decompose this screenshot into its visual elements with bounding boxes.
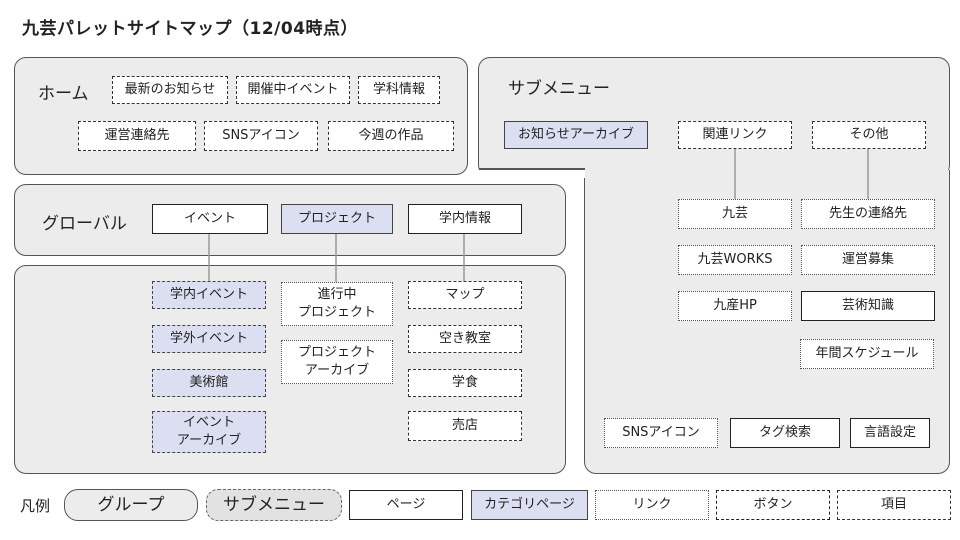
page-title: 九芸パレットサイトマップ（12/04時点） (22, 19, 359, 39)
home-item-ongoing-events: 開催中イベント (236, 76, 350, 104)
link-kyusan-hp[interactable]: 九産HP (678, 291, 792, 321)
category-campus-info[interactable]: 学内情報 (408, 204, 522, 234)
page-staff-recruit[interactable]: 運営募集 (801, 245, 935, 275)
home-item-weekly-works: 今週の作品 (328, 121, 454, 151)
legend-group: グループ (64, 489, 198, 521)
event-page-off-campus[interactable]: 学外イベント (152, 325, 266, 353)
page-annual-schedule[interactable]: 年間スケジュール (800, 339, 934, 369)
campus-page-map[interactable]: マップ (408, 281, 522, 309)
legend-link: リンク (595, 490, 709, 520)
legend-category-page: カテゴリページ (471, 490, 588, 520)
link-kyugei[interactable]: 九芸 (678, 199, 792, 229)
legend-submenu: サブメニュー (206, 489, 342, 521)
home-item-staff-contact: 運営連絡先 (78, 121, 196, 151)
home-item-latest-news: 最新のお知らせ (112, 76, 228, 104)
category-event[interactable]: イベント (152, 204, 268, 234)
home-label: ホーム (38, 84, 89, 104)
submenu-others[interactable]: その他 (812, 121, 926, 149)
page-art-knowledge[interactable]: 芸術知識 (801, 291, 935, 321)
legend-label: 凡例 (20, 497, 51, 515)
home-item-department-info: 学科情報 (358, 76, 440, 104)
sns-icons-button[interactable]: SNSアイコン (604, 418, 718, 448)
page-teacher-contact[interactable]: 先生の連絡先 (801, 199, 935, 229)
global-label: グローバル (42, 214, 127, 234)
submenu-group (478, 57, 950, 177)
submenu-label: サブメニュー (508, 79, 610, 99)
submenu-related-links[interactable]: 関連リンク (678, 121, 792, 149)
campus-page-vacant-rooms[interactable]: 空き教室 (408, 325, 522, 353)
tag-search-button[interactable]: タグ検索 (730, 418, 840, 448)
language-settings-button[interactable]: 言語設定 (850, 418, 930, 448)
campus-page-cafeteria[interactable]: 学食 (408, 369, 522, 397)
home-item-sns-icons: SNSアイコン (204, 121, 318, 151)
legend-item: 項目 (837, 490, 951, 520)
project-page-ongoing[interactable]: 進行中 プロジェクト (281, 282, 393, 326)
campus-page-store[interactable]: 売店 (408, 411, 522, 441)
legend-button: ボタン (716, 490, 830, 520)
legend-page: ページ (349, 490, 463, 520)
project-page-archive[interactable]: プロジェクト アーカイブ (281, 340, 393, 384)
link-kyugei-works[interactable]: 九芸WORKS (678, 245, 792, 275)
category-project[interactable]: プロジェクト (281, 204, 393, 234)
event-page-on-campus[interactable]: 学内イベント (152, 281, 266, 309)
event-page-archive[interactable]: イベント アーカイブ (152, 411, 266, 453)
submenu-news-archive[interactable]: お知らせアーカイブ (504, 121, 648, 149)
event-page-museum[interactable]: 美術館 (152, 369, 266, 397)
